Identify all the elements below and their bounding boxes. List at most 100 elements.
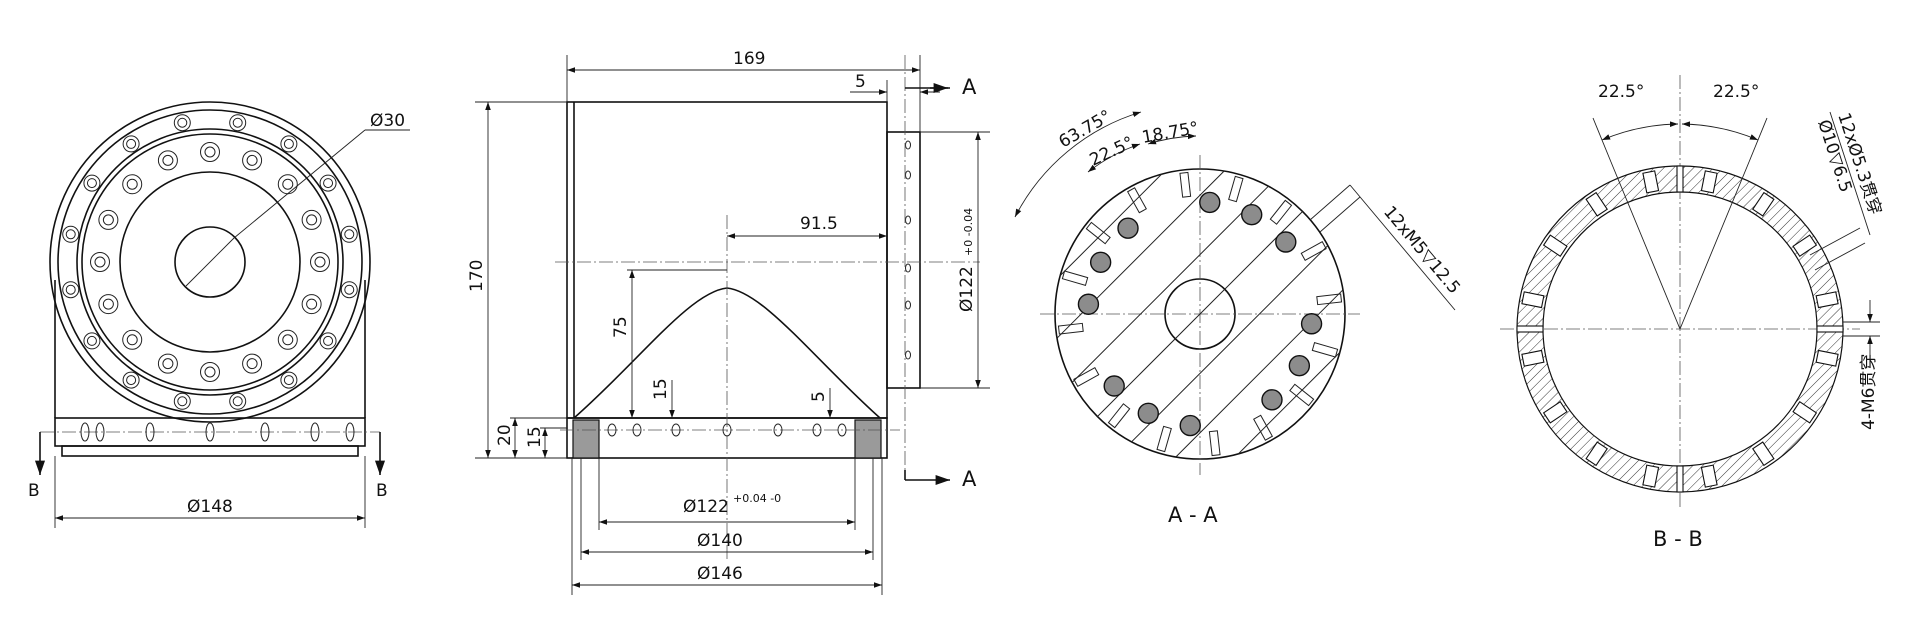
section-bb: 22.5° 22.5° 12xØ5.3贯穿 Ø10▽6.5 4-M6贯穿 B -…: [1500, 75, 1885, 551]
bb-hole: [1521, 291, 1545, 309]
front-inner-hole: [98, 294, 119, 315]
bb-22-5-right-arc: [1681, 121, 1759, 141]
w5-label: 5: [855, 72, 866, 92]
front-outer-hole: [83, 332, 101, 350]
bb-hole: [1700, 170, 1718, 194]
front-inner-hole: [122, 329, 143, 350]
front-inner-hole-core: [306, 214, 318, 226]
flange-hole: [905, 170, 911, 180]
side-base-hole-pattern: [607, 423, 847, 437]
aa-diagonal-line: [1059, 173, 1162, 276]
side-base-hole: [632, 423, 642, 437]
bb-hole: [1792, 234, 1818, 257]
aa-18-75-arc: [1147, 133, 1197, 145]
bb-m6-hole: [1676, 165, 1684, 193]
bb-holes-leader-shelf: [1829, 111, 1871, 236]
front-outer-hole-core: [65, 229, 76, 240]
side-base-left-block: [572, 419, 600, 459]
aa-slot: [1253, 414, 1274, 441]
ring-groove-inner-circle: [81, 133, 339, 391]
bb-22-5-left-label: 22.5°: [1598, 82, 1644, 102]
front-inner-hole-core: [94, 256, 106, 268]
aa-slot: [1228, 175, 1244, 203]
front-outer-hole-core: [126, 138, 137, 149]
front-view: B B Ø30 Ø148: [28, 101, 410, 528]
base-hole: [80, 422, 90, 442]
bb-hole: [1752, 191, 1775, 217]
l20-label: 20: [495, 424, 515, 446]
aa-threaded-hole: [1261, 389, 1283, 411]
front-outer-hole: [122, 135, 140, 153]
bb-hole: [1815, 349, 1839, 367]
bb-angle-ray-right: [1679, 161, 1750, 330]
front-outer-hole-core: [65, 284, 76, 295]
front-outer-hole-core: [283, 138, 294, 149]
d30-leader: [233, 129, 366, 239]
aa-threaded-hole: [1117, 217, 1139, 239]
front-outer-hole: [173, 114, 191, 132]
bb-m6-hole: [1516, 325, 1544, 333]
bb-holes-leader-a: [1809, 227, 1861, 256]
aa-threaded-hole: [1199, 191, 1221, 214]
front-inner-hole-core: [162, 358, 174, 370]
aa-diagonal-line: [1175, 289, 1344, 458]
bb-m6-hole: [1816, 325, 1844, 333]
front-outer-hole: [280, 371, 298, 389]
l5b-label: 5: [809, 391, 829, 402]
bb-hole: [1521, 349, 1545, 367]
side-view: 169 5 A A 170 91.5 75 15 5 20: [467, 49, 990, 595]
aa-63-75-arc: [1014, 111, 1142, 218]
bb-hole: [1752, 441, 1775, 467]
aa-slot: [1316, 293, 1343, 306]
front-inner-hole-core: [204, 366, 216, 378]
outer-flange-circle: [49, 101, 371, 423]
aa-threaded-hole: [1179, 414, 1201, 437]
front-inner-hole-pattern: [90, 142, 330, 382]
side-base-hole: [837, 423, 847, 437]
bb-angle-ray-left: [1610, 161, 1681, 330]
front-inner-hole: [301, 209, 322, 230]
front-inner-hole: [157, 353, 178, 374]
front-inner-hole-core: [282, 178, 294, 190]
aa-slot: [1061, 270, 1089, 286]
front-outer-hole-core: [177, 117, 188, 128]
side-base-hole: [671, 423, 681, 437]
front-outer-hole: [83, 174, 101, 192]
l15b-label: 15: [525, 426, 545, 448]
aa-threaded-hole: [1241, 203, 1263, 226]
section-aa: 63.75° 22.5° 18.75° 12xM5▽12.5 A - A: [1014, 106, 1464, 527]
bb-hole: [1792, 401, 1818, 424]
aa-slot: [1300, 240, 1327, 261]
base-hole: [95, 422, 105, 442]
flange-hole: [905, 140, 911, 150]
front-inner-hole-core: [282, 334, 294, 346]
front-outer-hole: [340, 281, 358, 299]
flange-hole: [905, 300, 911, 310]
aa-slot: [1126, 187, 1147, 214]
front-outer-hole-core: [344, 229, 355, 240]
base-hole: [145, 422, 155, 442]
bb-22-5-left-arc: [1601, 121, 1679, 141]
bb-hole: [1642, 170, 1660, 194]
l75-label: 75: [611, 316, 631, 338]
aa-threaded-hole: [1077, 293, 1100, 315]
w169-label: 169: [733, 49, 765, 69]
front-outer-hole-core: [232, 117, 243, 128]
outer-flange-inner-circle: [57, 109, 363, 415]
front-outer-hole-core: [344, 284, 355, 295]
aa-threaded-hole: [1275, 231, 1297, 253]
flange-hole: [905, 350, 911, 360]
aa-slot: [1269, 199, 1293, 225]
ring-groove-circle: [76, 128, 344, 396]
aa-thread-label: 12xM5▽12.5: [1379, 202, 1464, 298]
front-outer-hole: [122, 371, 140, 389]
h170-label: 170: [467, 260, 487, 292]
aa-diagonal-line: [1056, 170, 1225, 339]
aa-threaded-hole: [1103, 375, 1125, 397]
aa-slot: [1156, 425, 1172, 453]
bb-holes-leader-b: [1814, 242, 1866, 271]
base-hole-pattern: [80, 422, 355, 442]
bb-m6-label: 4-M6贯穿: [1859, 354, 1879, 430]
d146-label: Ø146: [697, 564, 743, 584]
base-hole: [205, 422, 215, 442]
